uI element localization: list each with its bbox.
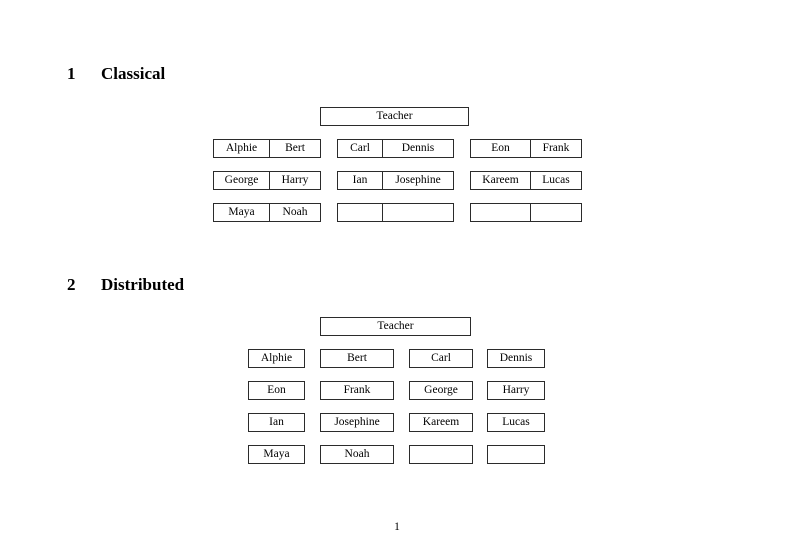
section-number-classical: 1 bbox=[67, 64, 76, 83]
student-box[interactable]: Lucas bbox=[487, 413, 545, 432]
student-box[interactable]: Carl bbox=[409, 349, 473, 368]
teacher-box-classical[interactable]: Teacher bbox=[320, 107, 469, 126]
student-cell[interactable]: Bert bbox=[269, 140, 320, 157]
student-cell-empty[interactable] bbox=[471, 204, 530, 221]
student-cell[interactable]: Dennis bbox=[382, 140, 453, 157]
student-box[interactable]: George bbox=[409, 381, 473, 400]
student-cell[interactable]: Maya bbox=[228, 206, 255, 218]
student-pair-group[interactable]: Carl Dennis bbox=[337, 139, 454, 158]
student-cell[interactable]: Josephine bbox=[382, 172, 453, 189]
student-pair-group[interactable]: George Harry bbox=[213, 171, 321, 190]
student-box-empty[interactable] bbox=[487, 445, 545, 464]
student-pair-group-empty[interactable] bbox=[470, 203, 582, 222]
student-pair-group-empty[interactable] bbox=[337, 203, 454, 222]
student-box-empty[interactable] bbox=[409, 445, 473, 464]
student-cell[interactable]: Kareem bbox=[482, 174, 519, 186]
student-pair-group[interactable]: Eon Frank bbox=[470, 139, 582, 158]
student-box[interactable]: Alphie bbox=[248, 349, 305, 368]
page-number: 1 bbox=[394, 521, 400, 533]
teacher-box-distributed[interactable]: Teacher bbox=[320, 317, 471, 336]
student-pair-group[interactable]: Kareem Lucas bbox=[470, 171, 582, 190]
student-cell[interactable]: Ian bbox=[352, 174, 368, 186]
student-cell[interactable]: Eon bbox=[491, 142, 510, 154]
section-heading-distributed: 2 Distributed bbox=[67, 275, 184, 295]
student-box[interactable]: Noah bbox=[320, 445, 394, 464]
student-box[interactable]: Eon bbox=[248, 381, 305, 400]
student-box[interactable]: Ian bbox=[248, 413, 305, 432]
student-box[interactable]: Josephine bbox=[320, 413, 394, 432]
student-cell[interactable]: Alphie bbox=[225, 142, 258, 154]
student-box[interactable]: Maya bbox=[248, 445, 305, 464]
student-cell[interactable]: Harry bbox=[269, 172, 320, 189]
student-pair-group[interactable]: Alphie Bert bbox=[213, 139, 321, 158]
student-cell[interactable]: George bbox=[224, 174, 259, 186]
section-number-distributed: 2 bbox=[67, 275, 76, 294]
student-cell-empty[interactable] bbox=[382, 204, 453, 221]
student-box[interactable]: Harry bbox=[487, 381, 545, 400]
section-heading-classical: 1 Classical bbox=[67, 64, 165, 84]
student-cell[interactable]: Frank bbox=[530, 140, 581, 157]
student-cell[interactable]: Carl bbox=[350, 142, 370, 154]
section-title-classical: Classical bbox=[101, 64, 166, 83]
section-title-distributed: Distributed bbox=[101, 275, 185, 294]
student-pair-group[interactable]: Ian Josephine bbox=[337, 171, 454, 190]
student-cell[interactable]: Lucas bbox=[530, 172, 581, 189]
student-box[interactable]: Kareem bbox=[409, 413, 473, 432]
student-pair-group[interactable]: Maya Noah bbox=[213, 203, 321, 222]
student-cell-empty[interactable] bbox=[338, 204, 382, 221]
student-cell-empty[interactable] bbox=[530, 204, 581, 221]
student-box[interactable]: Bert bbox=[320, 349, 394, 368]
student-cell[interactable]: Noah bbox=[269, 204, 320, 221]
student-box[interactable]: Frank bbox=[320, 381, 394, 400]
student-box[interactable]: Dennis bbox=[487, 349, 545, 368]
